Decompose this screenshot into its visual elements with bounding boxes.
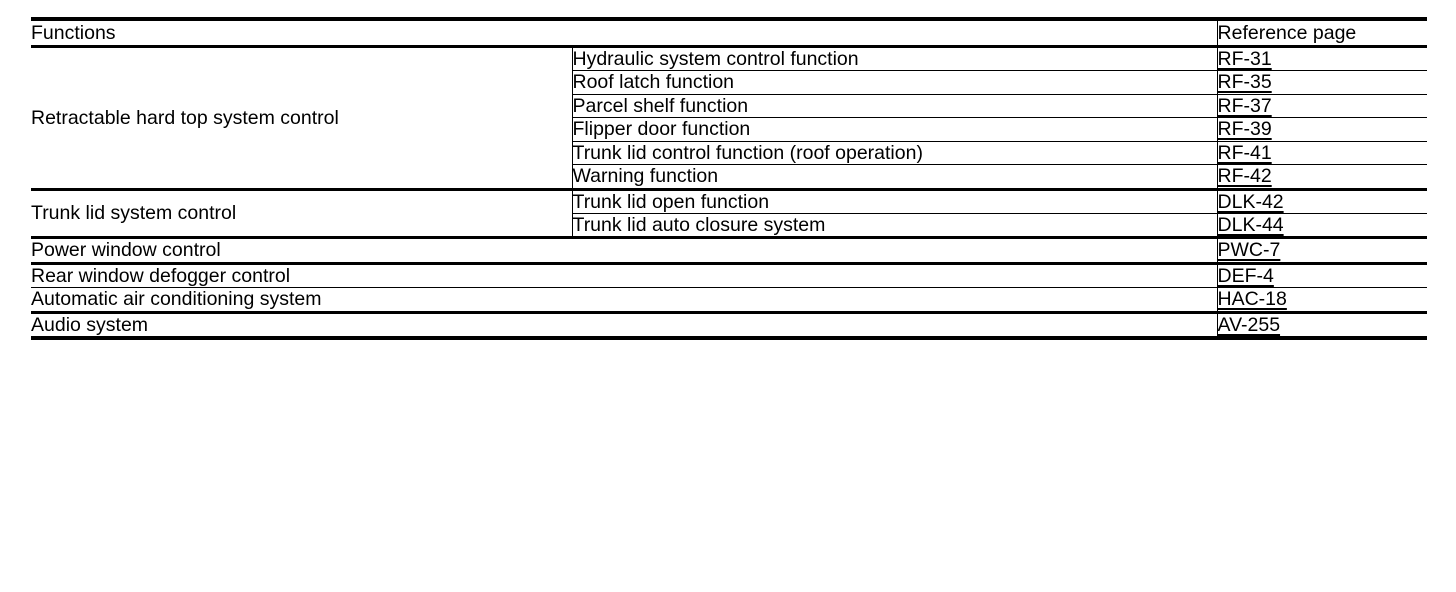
table-row: Audio system AV-255 (31, 310, 1428, 341)
reference-link[interactable]: PWC-7 (1217, 239, 1281, 262)
function-cell: Warning function (571, 164, 1218, 190)
table-row: Trunk lid control function (roof operati… (31, 140, 1428, 165)
table-row: Automatic air conditioning system HAC-18 (31, 287, 1428, 313)
reference-link[interactable]: RF-31 (1217, 48, 1272, 70)
reference-cell: RF-42 (1216, 164, 1428, 190)
reference-link[interactable]: RF-42 (1217, 165, 1272, 188)
table-row: Roof latch function RF-35 (31, 70, 1428, 95)
reference-cell: RF-39 (1216, 117, 1428, 142)
reference-link[interactable]: DLK-42 (1217, 190, 1284, 213)
table-row: Flipper door function RF-39 (31, 117, 1428, 142)
functions-reference-table: Functions Reference page Retractable har… (31, 17, 1428, 341)
group-label-text: Retractable hard top system control (31, 106, 339, 129)
table-row: Power window control PWC-7 (31, 236, 1428, 264)
reference-link[interactable]: RF-39 (1217, 118, 1272, 141)
function-cell: Automatic air conditioning system (31, 287, 1218, 313)
reference-cell: DLK-42 (1216, 187, 1428, 214)
column-header-functions: Functions (31, 17, 1218, 47)
table-row: Parcel shelf function RF-37 (31, 93, 1428, 118)
reference-link[interactable]: RF-41 (1217, 141, 1272, 164)
function-cell: Trunk lid auto closure system (571, 212, 1218, 238)
function-cell: Audio system (31, 310, 1218, 341)
table-row: Warning function RF-42 (31, 164, 1428, 190)
reference-link[interactable]: RF-37 (1217, 94, 1272, 117)
function-cell: Rear window defogger control (31, 261, 1218, 288)
reference-cell: RF-41 (1216, 140, 1428, 165)
reference-cell: RF-31 (1216, 44, 1428, 71)
function-cell: Trunk lid open function (571, 187, 1218, 214)
function-cell: Power window control (31, 236, 1218, 264)
reference-cell: HAC-18 (1216, 287, 1428, 313)
reference-cell: DEF-4 (1216, 261, 1428, 288)
group-label-retractable-hard-top-system-control: Retractable hard top system control (31, 45, 572, 190)
reference-link[interactable]: HAC-18 (1217, 288, 1287, 311)
reference-link[interactable]: RF-35 (1217, 71, 1272, 94)
header-row: Functions Reference page (31, 17, 1428, 47)
reference-cell: PWC-7 (1216, 236, 1428, 264)
reference-link[interactable]: DEF-4 (1217, 264, 1274, 287)
table-row: Rear window defogger control DEF-4 (31, 261, 1428, 288)
reference-cell: DLK-44 (1216, 212, 1428, 238)
reference-cell: AV-255 (1216, 310, 1428, 341)
table-row: Trunk lid system control Trunk lid open … (31, 187, 1428, 238)
reference-link[interactable]: AV-255 (1217, 313, 1281, 336)
table-row: Trunk lid auto closure system DLK-44 (31, 212, 1428, 238)
table-body: Retractable hard top system control Hydr… (31, 44, 1428, 341)
reference-link[interactable]: DLK-44 (1217, 213, 1284, 236)
reference-cell: RF-37 (1216, 93, 1428, 118)
function-cell: Trunk lid control function (roof operati… (571, 140, 1218, 165)
function-cell: Hydraulic system control function (571, 44, 1218, 71)
function-cell: Flipper door function (571, 117, 1218, 142)
group-label-trunk-lid-system-control: Trunk lid system control (31, 187, 572, 238)
function-cell: Parcel shelf function (571, 93, 1218, 118)
group-label-text: Trunk lid system control (31, 202, 237, 225)
table-row: Retractable hard top system control Hydr… (31, 44, 1428, 190)
column-header-reference-page: Reference page (1216, 17, 1428, 47)
reference-cell: RF-35 (1216, 70, 1428, 95)
function-cell: Roof latch function (571, 70, 1218, 95)
table-header: Functions Reference page (31, 17, 1428, 47)
